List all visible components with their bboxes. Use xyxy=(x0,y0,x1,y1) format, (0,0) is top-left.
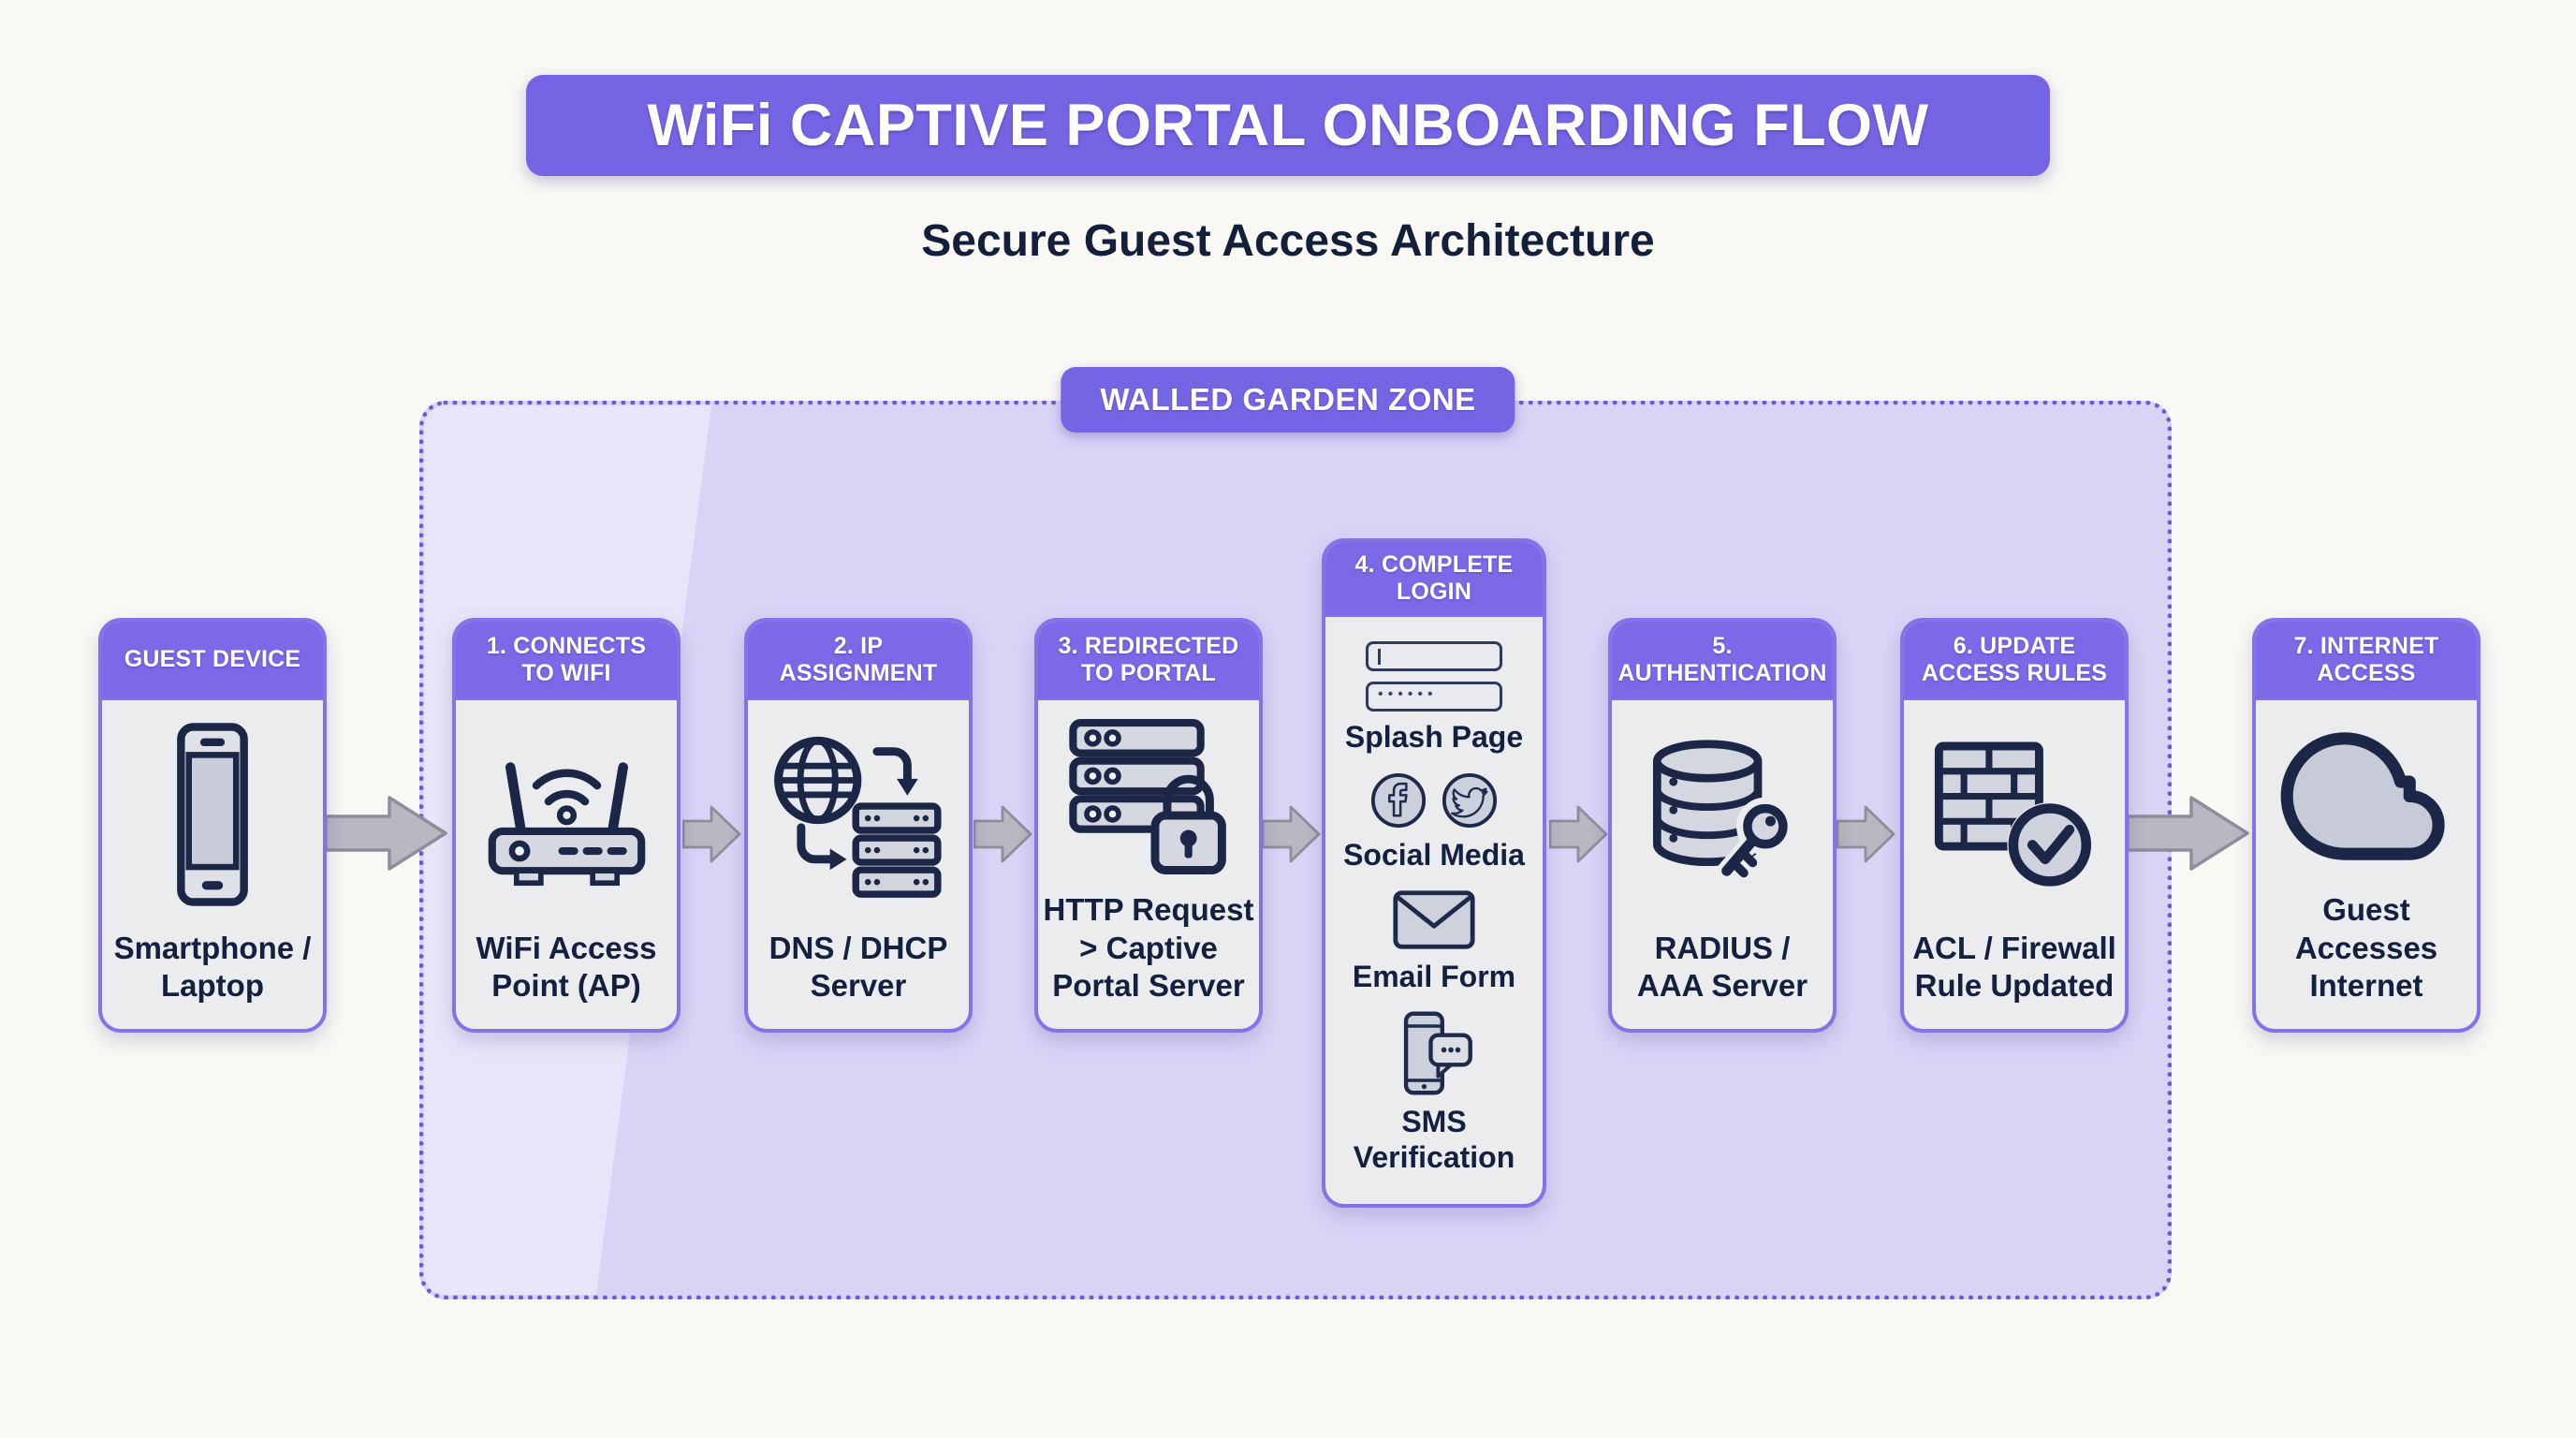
login-option-label: SMS Verification xyxy=(1353,1105,1515,1174)
node-label: WiFi Access Point (AP) xyxy=(476,930,657,1003)
firewall-check-icon xyxy=(1924,700,2106,930)
flow-arrow-icon xyxy=(973,805,1032,863)
wifi-access-point-icon xyxy=(471,700,663,930)
walled-garden-zone-label: WALLED GARDEN ZONE xyxy=(1061,367,1515,433)
flow-arrow-icon xyxy=(1262,805,1321,863)
page-subtitle: Secure Guest Access Architecture xyxy=(921,216,1655,266)
node-header: 2. IP ASSIGNMENT xyxy=(748,622,969,700)
login-form-icon: •••••• xyxy=(1365,641,1502,712)
node-header: 5. AUTHENTICATION xyxy=(1612,622,1833,700)
node-update-access-rules: 6. UPDATE ACCESS RULES xyxy=(1900,618,2129,1033)
smartphone-icon xyxy=(142,700,283,930)
node-header: GUEST DEVICE xyxy=(102,622,323,700)
login-option-label: Social Media xyxy=(1343,837,1525,872)
password-dots: •••••• xyxy=(1377,686,1438,703)
facebook-icon xyxy=(1370,772,1427,828)
node-label: ACL / Firewall Rule Updated xyxy=(1912,930,2116,1003)
server-lock-icon xyxy=(1058,700,1240,891)
node-label: HTTP Request > Captive Portal Server xyxy=(1043,892,1254,1003)
flow-arrow-icon xyxy=(2126,796,2249,871)
sms-phone-chat-icon xyxy=(1403,1011,1472,1095)
login-option-sms: SMS Verification xyxy=(1354,1010,1515,1176)
flow-arrow-icon xyxy=(682,805,741,863)
node-header: 4. COMPLETE LOGIN xyxy=(1325,542,1543,617)
node-label: DNS / DHCP Server xyxy=(768,930,948,1003)
node-authentication: 5. AUTHENTICATION xyxy=(1608,618,1837,1033)
flow-arrow-icon xyxy=(1549,805,1608,863)
node-header: 6. UPDATE ACCESS RULES xyxy=(1904,622,2125,700)
node-redirected-to-portal: 3. REDIRECTED TO PORTAL xyxy=(1034,618,1263,1033)
password-field: •••••• xyxy=(1365,682,1502,712)
login-option-social-media: Social Media xyxy=(1343,771,1525,873)
globe-dhcp-exchange-icon xyxy=(768,700,950,930)
login-option-label: Splash Page xyxy=(1344,720,1524,755)
title-banner: WiFi CAPTIVE PORTAL ONBOARDING FLOW xyxy=(526,75,2050,176)
text-cursor xyxy=(1377,648,1381,665)
node-header: 7. INTERNET ACCESS xyxy=(2256,622,2477,700)
node-connects-to-wifi: 1. CONNECTS TO WIFI WiFi xyxy=(452,618,681,1033)
node-ip-assignment: 2. IP ASSIGNMENT xyxy=(744,618,973,1033)
login-option-splash-page: •••••• Splash Page xyxy=(1345,641,1523,756)
node-guest-device: GUEST DEVICE Smartphone / Laptop xyxy=(98,618,327,1033)
flow-arrow-icon xyxy=(1837,805,1895,863)
zone-label-text: WALLED GARDEN ZONE xyxy=(1100,382,1476,417)
database-key-icon xyxy=(1633,700,1811,930)
flow-arrow-icon xyxy=(324,796,447,871)
username-field xyxy=(1365,641,1502,672)
node-internet-access: 7. INTERNET ACCESS Guest Accesses Intern… xyxy=(2252,618,2481,1033)
cloud-icon xyxy=(2263,700,2469,891)
node-label: Smartphone / Laptop xyxy=(113,930,312,1003)
node-header: 3. REDIRECTED TO PORTAL xyxy=(1038,622,1259,700)
login-option-email: Email Form xyxy=(1353,888,1515,995)
node-label: RADIUS / AAA Server xyxy=(1636,930,1808,1003)
page-title: WiFi CAPTIVE PORTAL ONBOARDING FLOW xyxy=(647,93,1929,158)
login-option-label: Email Form xyxy=(1352,959,1516,993)
node-header: 1. CONNECTS TO WIFI xyxy=(456,622,677,700)
node-label: Guest Accesses Internet xyxy=(2294,892,2438,1003)
node-complete-login: 4. COMPLETE LOGIN •••••• Splash Page xyxy=(1322,538,1546,1208)
twitter-icon xyxy=(1442,772,1498,828)
email-envelope-icon xyxy=(1393,890,1475,949)
